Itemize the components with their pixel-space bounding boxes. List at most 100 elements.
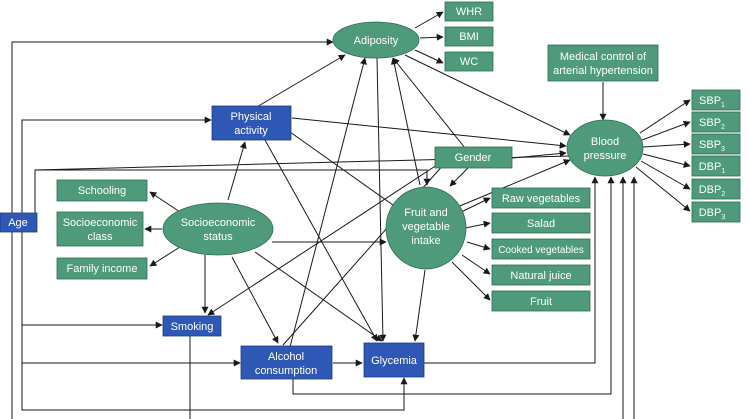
edge-bp-dbp3 — [635, 166, 691, 212]
socioeconomic-class-line2: class — [87, 231, 113, 243]
medical-control-line2: arterial hypertension — [553, 65, 653, 77]
wc-label: WC — [460, 56, 478, 68]
medical-control-line1: Medical control of — [560, 51, 647, 63]
node-fruit: Fruit — [491, 290, 591, 312]
node-natural-juice: Natural juice — [491, 264, 591, 286]
edge-pa-fvi — [289, 131, 401, 211]
blood-pressure-line2: pressure — [584, 150, 627, 162]
edge-bp-dbp1 — [642, 153, 691, 168]
whr-label: WHR — [456, 6, 482, 18]
node-alcohol-consumption: Alcohol consumption — [240, 345, 333, 380]
edge-fvi-fruit — [451, 261, 491, 301]
sbp2-label: SBP2 — [699, 117, 725, 131]
edge-age-adiposity — [11, 38, 334, 213]
raw-vegetables-label: Raw vegetables — [502, 193, 581, 205]
node-whr: WHR — [444, 1, 494, 22]
edge-gender-adiposity — [392, 57, 466, 149]
node-schooling: Schooling — [56, 179, 148, 202]
edge-pa-bp — [291, 117, 567, 149]
edge-fvi-cooked — [466, 241, 491, 251]
edge-gender-smoking — [207, 162, 441, 316]
edge-fvi-glycemia — [412, 269, 426, 342]
node-cooked-vegetables: Cooked vegetables — [491, 238, 591, 260]
edge-ses-income — [149, 246, 181, 267]
edge-adiposity-whr — [414, 11, 444, 29]
bmi-label: BMI — [459, 31, 479, 43]
edge-adiposity-glycemia — [376, 57, 387, 342]
fvi-line1: Fruit and — [404, 207, 447, 219]
blood-pressure-line1: Blood — [591, 136, 619, 148]
edge-fvi-juice — [461, 254, 491, 275]
physical-activity-line1: Physical — [231, 111, 272, 123]
smoking-label: Smoking — [171, 321, 214, 333]
node-gender: Gender — [434, 146, 513, 169]
dbp3-label: DBP3 — [699, 207, 726, 221]
cooked-vegetables-label: Cooked vegetables — [498, 245, 584, 256]
node-socioeconomic-class: Socioeconomic class — [56, 211, 144, 247]
node-sbp2: SBP2 — [691, 111, 741, 133]
node-dbp2: DBP2 — [691, 178, 741, 200]
ses-line2: status — [203, 231, 233, 243]
node-socioeconomic-status: Socioeconomic status — [162, 202, 274, 256]
edge-glycemia-bp — [424, 176, 599, 364]
edge-bp-dbp2 — [640, 160, 691, 190]
fruit-label: Fruit — [530, 296, 552, 308]
node-glycemia: Glycemia — [363, 342, 425, 378]
edge-alcohol-adiposity — [289, 57, 367, 348]
edge-fvi-adiposity — [390, 57, 421, 186]
edge-pa-adiposity — [254, 54, 346, 109]
fvi-line2: vegetable — [402, 221, 450, 233]
natural-juice-label: Natural juice — [510, 270, 571, 282]
node-dbp1: DBP1 — [691, 155, 741, 177]
socioeconomic-class-line1: Socioeconomic — [63, 217, 138, 229]
node-smoking: Smoking — [162, 315, 222, 337]
gender-label: Gender — [455, 152, 492, 164]
alcohol-line2: consumption — [255, 365, 317, 377]
edge-age-physical-activity — [21, 116, 212, 213]
alcohol-line1: Alcohol — [268, 351, 304, 363]
salad-label: Salad — [527, 218, 555, 230]
node-blood-pressure: Blood pressure — [566, 119, 644, 177]
node-wc: WC — [444, 51, 494, 72]
ses-line1: Socioeconomic — [181, 217, 256, 229]
physical-activity-line2: activity — [234, 125, 268, 137]
edge-ses-pa — [227, 141, 247, 201]
dbp1-label: DBP1 — [699, 161, 726, 175]
edges — [11, 11, 691, 419]
sbp1-label: SBP1 — [699, 95, 725, 109]
node-medical-control: Medical control of arterial hypertension — [547, 44, 659, 82]
dbp2-label: DBP2 — [699, 184, 726, 198]
edge-fvi-bp — [454, 159, 571, 209]
schooling-label: Schooling — [78, 185, 126, 197]
glycemia-label: Glycemia — [371, 355, 418, 367]
node-salad: Salad — [491, 212, 591, 234]
node-fruit-vegetable-intake: Fruit and vegetable intake — [385, 186, 467, 270]
edge-age-fvi — [34, 169, 431, 213]
node-adiposity: Adiposity — [332, 21, 420, 59]
node-sbp3: SBP3 — [691, 133, 741, 155]
node-age: Age — [0, 212, 38, 233]
edge-alcohol-bp — [292, 176, 615, 395]
edge-bp-sbp3 — [642, 140, 691, 148]
fvi-line3: intake — [411, 235, 440, 247]
edge-ses-alcohol — [231, 256, 279, 344]
family-income-label: Family income — [67, 263, 138, 275]
age-label: Age — [8, 217, 28, 229]
edge-adiposity-wc — [414, 49, 444, 64]
edge-age-glycemia — [21, 363, 408, 411]
node-dbp3: DBP3 — [691, 201, 741, 223]
edge-ses-glycemia — [254, 251, 383, 342]
edge-gender-fvi — [449, 167, 469, 187]
node-family-income: Family income — [56, 257, 148, 280]
edge-adiposity-bp — [404, 54, 571, 136]
edge-ses-schooling — [149, 191, 181, 213]
sbp3-label: SBP3 — [699, 139, 725, 153]
edge-adiposity-bmi — [419, 33, 444, 41]
adiposity-label: Adiposity — [354, 35, 399, 47]
edge-bp-sbp1 — [639, 99, 691, 134]
node-sbp1: SBP1 — [691, 89, 741, 111]
node-raw-vegetables: Raw vegetables — [491, 187, 591, 209]
edge-fvi-salad — [464, 220, 491, 229]
